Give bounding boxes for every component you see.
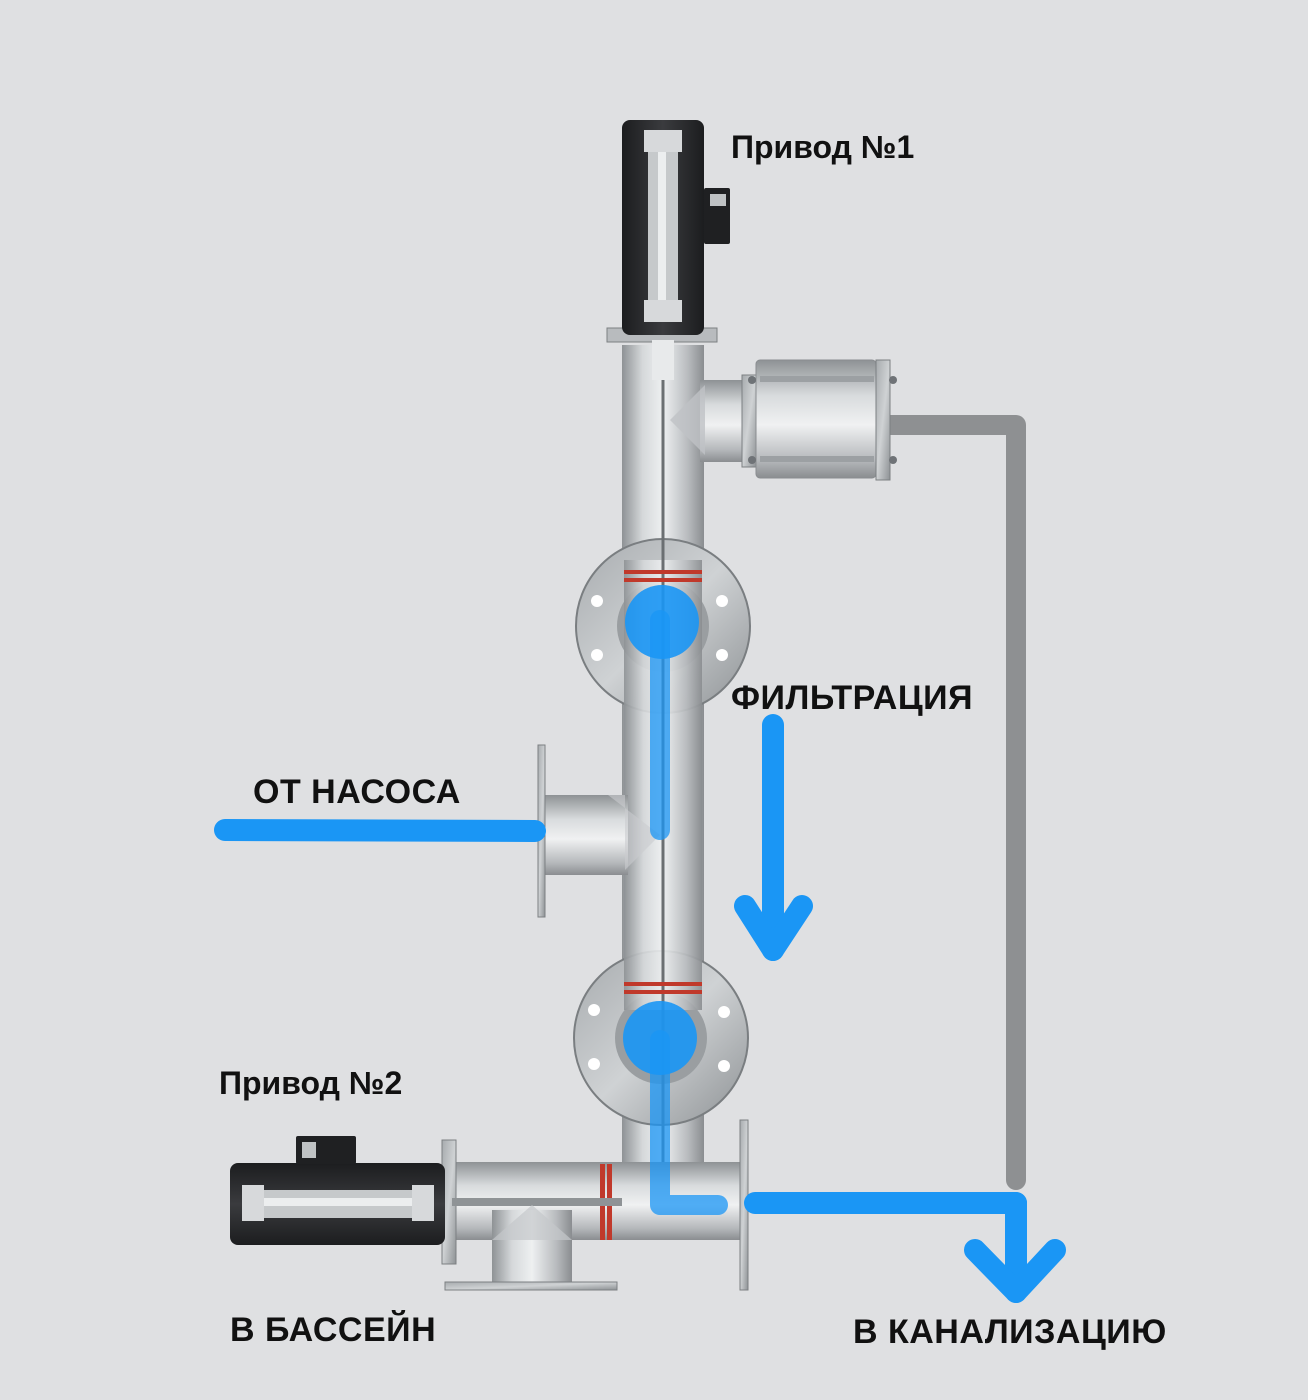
upper-flange-right [875, 359, 891, 481]
middle-seal [624, 982, 702, 994]
bottom-valve-rod [452, 1198, 622, 1206]
upper-tee-joint [670, 385, 705, 455]
flow-path [214, 610, 1066, 1303]
upper-flange-bolt [889, 456, 897, 464]
flow-node-upper [625, 585, 699, 659]
inlet-pipe [544, 795, 628, 875]
upper-flange-bolt [889, 376, 897, 384]
upper-valve-rod-top [760, 376, 874, 382]
arrow-down-icon [734, 895, 813, 961]
to-pool-label: В БАССЕЙН [230, 1311, 437, 1349]
flow-inlet-line [214, 819, 546, 842]
upper-seal [624, 570, 702, 582]
to-sewer-label: В КАНАЛИЗАЦИЮ [853, 1313, 1167, 1351]
actuator-1-label: Привод №1 [731, 129, 915, 165]
upper-flange-bolt [748, 376, 756, 384]
flow-inner-lower [650, 1030, 728, 1215]
arrow-down-icon [964, 1239, 1066, 1303]
flow-node-lower [623, 1001, 697, 1075]
upper-valve-rod-bottom [760, 456, 874, 462]
pool-outlet-joint [492, 1205, 572, 1240]
actuator-2 [230, 1136, 445, 1245]
upper-flange-left [741, 374, 757, 468]
upper-flange-bolt [748, 456, 756, 464]
from-pump-label: ОТ НАСОСА [253, 773, 461, 811]
pool-outlet-flange [444, 1281, 618, 1291]
actuator-1 [606, 120, 730, 380]
drain-line [875, 415, 1026, 1190]
inlet-tee-joint [608, 795, 660, 870]
filtration-label: ФИЛЬТРАЦИЯ [731, 679, 974, 717]
actuator-2-label: Привод №2 [219, 1065, 403, 1101]
